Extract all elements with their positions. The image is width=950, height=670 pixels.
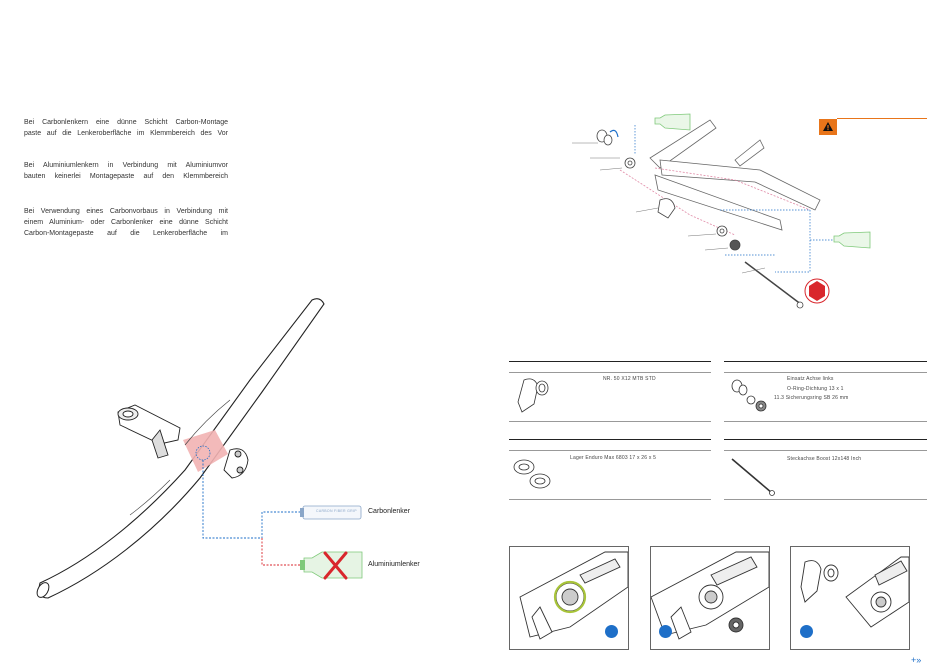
label-carbon-bar: Carbonlenker [368,508,411,515]
part-bearing-icon [513,459,551,489]
table-rule [509,361,711,362]
instruction-line: Bei Aluminiumlenkern in Verbindung mit A… [24,162,228,169]
part-name: Steckachse Boost 12x148 Inch [787,456,862,462]
table-rule [724,372,927,373]
tube-label: CARBON FIBER GRIP [316,509,357,513]
next-page-link[interactable]: +» [911,655,922,665]
part-dropout-icon [517,378,549,413]
step-3-image [790,546,910,650]
instruction-line: Bei Carbonlenkern eine dünne Schicht Car… [24,119,228,126]
label-aluminium-bar: Aluminiumlenker [368,561,420,568]
table-rule [724,499,927,500]
instruction-carbon-stem: Bei Verwendung eines Carbonvorbaus in Ve… [24,206,228,239]
instruction-carbon-bar: Bei Carbonlenkern eine dünne Schicht Car… [24,117,228,139]
part-thru-axle-icon [731,458,775,496]
instruction-aluminium-bar: Bei Aluminiumlenkern in Verbindung mit A… [24,160,228,182]
table-rule [724,361,927,362]
instruction-line: Bei Verwendung eines Carbonvorbaus in Ve… [24,208,228,215]
part-name: O-Ring-Dichtung 13 x 1 [787,386,844,392]
frame-exploded-view [572,113,871,309]
table-rule [724,439,927,440]
table-rule [509,421,711,422]
step-2-marker [659,625,672,638]
table-rule [509,372,711,373]
step-1-image [509,546,629,650]
step-1-marker [605,625,618,638]
table-rule [724,450,927,451]
table-rule [724,421,927,422]
carbon-paste-tube-icon [300,505,362,520]
part-name: Einsatz Achse links [787,376,834,382]
warning-rule [837,118,927,119]
handlebar-illustration [36,298,363,599]
part-name: Lager Enduro Max 6803 17 x 26 x 5 [570,455,657,461]
torque-hex-icon [804,278,830,304]
part-name: NR. 50 X12 MTB STD [603,376,656,382]
instruction-line: Carbon-Montagepaste auf die Lenkeroberfl… [24,230,228,237]
step-2-image [650,546,770,650]
table-rule [509,499,711,500]
cross-icon [323,551,348,580]
table-rule [509,439,711,440]
aluminium-paste-tube-icon [300,551,363,579]
part-name: 11.3 Sicherungsring SB 26 mm [774,395,849,401]
part-axle-insert-icon [731,379,767,412]
instruction-line: einem Aluminium- oder Carbonlenker eine … [24,219,228,226]
warning-triangle-icon [823,122,833,131]
step-3-marker [800,625,813,638]
instruction-line: paste auf die Lenkeroberfläche im Klemmb… [24,130,228,137]
instruction-line: bauten keinerlei Montagepaste auf den Kl… [24,173,228,180]
table-rule [509,450,711,451]
